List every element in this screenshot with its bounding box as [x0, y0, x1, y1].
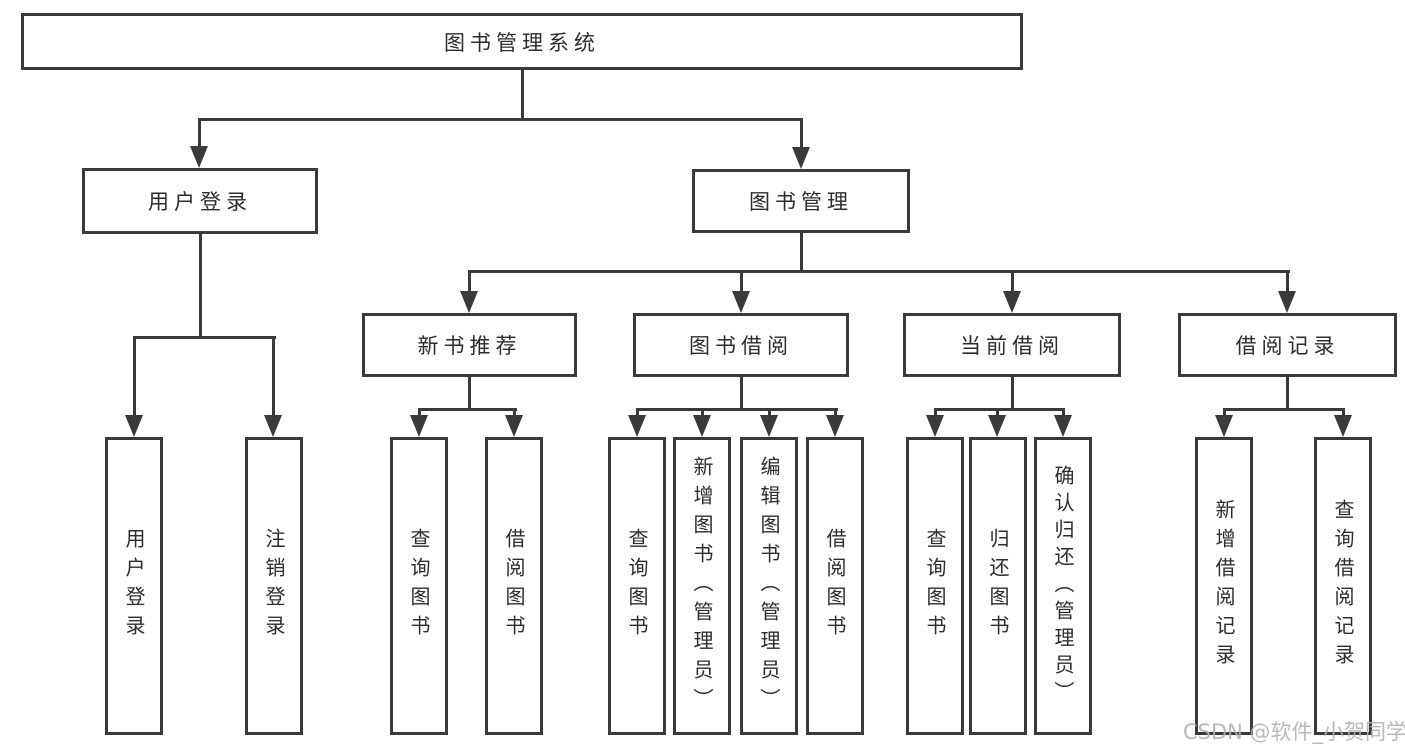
arrowhead-g4-leaf1 — [926, 415, 944, 437]
arrowhead-to-login-leaf — [125, 415, 143, 437]
leaf-return-books: 归还图书 — [969, 437, 1027, 735]
connector-user-login-trunk — [199, 234, 202, 336]
arrowhead-g3-leaf4 — [826, 415, 844, 437]
arrowhead-g4-leaf3 — [1054, 415, 1072, 437]
connector-stem-g3-leaf4 — [834, 408, 837, 417]
connector-stem-book-borrow — [740, 270, 743, 291]
leaf-query-books-borrow: 查询图书 — [608, 437, 666, 735]
arrowhead-g3-leaf3 — [760, 415, 778, 437]
connector-borrow-records-horizontal — [1223, 408, 1345, 411]
leaf-return-books-label: 归还图书 — [986, 528, 1010, 644]
connector-stem-new-book — [468, 270, 471, 291]
connector-stem-g5-leaf1 — [1223, 408, 1226, 417]
leaf-confirm-return-admin-label: 确认归还（管理员） — [1051, 464, 1075, 708]
connector-book-borrow-trunk — [740, 377, 743, 408]
connector-current-borrow-trunk — [1011, 377, 1014, 408]
arrowhead-g5-leaf2 — [1334, 415, 1352, 437]
connector-stem-g2-leaf1 — [418, 408, 421, 417]
arrowhead-g2-leaf2 — [505, 415, 523, 437]
arrowhead-g3-leaf2 — [693, 415, 711, 437]
connector-book-management-trunk — [800, 233, 803, 270]
connector-new-book-horizontal — [418, 408, 517, 411]
leaf-add-books-admin-label: 新增图书（管理员） — [690, 455, 714, 717]
node-book-management: 图书管理 — [692, 169, 910, 233]
connector-root-to-book-management-stem — [800, 118, 803, 148]
connector-stem-g3-leaf1 — [636, 408, 639, 417]
connector-stem-logout-leaf — [272, 336, 275, 415]
arrowhead-g2-leaf1 — [410, 415, 428, 437]
arrowhead-to-borrow-records — [1278, 291, 1296, 313]
leaf-confirm-return-admin: 确认归还（管理员） — [1034, 437, 1092, 735]
leaf-query-books-recommend: 查询图书 — [390, 437, 448, 735]
leaf-query-borrow-record-label: 查询借阅记录 — [1331, 499, 1355, 673]
leaf-add-books-admin: 新增图书（管理员） — [673, 437, 731, 735]
arrowhead-to-user-login — [190, 146, 208, 168]
leaf-logout-label: 注销登录 — [262, 528, 286, 644]
connector-user-login-horizontal — [133, 336, 276, 339]
arrowhead-to-book-management — [792, 147, 810, 169]
connector-stem-login-leaf — [133, 336, 136, 415]
connector-borrow-records-trunk — [1286, 377, 1289, 408]
leaf-borrow-books: 借阅图书 — [806, 437, 864, 735]
csdn-watermark: CSDN @软件_小贺同学 — [1183, 720, 1405, 744]
leaf-query-books-recommend-label: 查询图书 — [407, 528, 431, 644]
connector-stem-borrow-records — [1286, 270, 1289, 291]
connector-stem-g2-leaf2 — [513, 408, 516, 417]
connector-current-borrow-horizontal — [934, 408, 1065, 411]
connector-stem-g4-leaf2 — [996, 408, 999, 417]
connector-root-trunk — [521, 70, 524, 118]
connector-stem-g4-leaf3 — [1062, 408, 1065, 417]
leaf-logout: 注销登录 — [245, 437, 303, 735]
connector-book-borrow-horizontal — [636, 408, 838, 411]
leaf-borrow-books-recommend-label: 借阅图书 — [502, 528, 526, 644]
leaf-borrow-books-label: 借阅图书 — [823, 528, 847, 644]
node-book-borrowing: 图书借阅 — [633, 313, 849, 377]
node-current-borrowing: 当前借阅 — [903, 313, 1121, 377]
leaf-query-books-current: 查询图书 — [906, 437, 964, 735]
leaf-query-books-current-label: 查询图书 — [923, 528, 947, 644]
arrowhead-to-current-borrow — [1003, 291, 1021, 313]
leaf-add-borrow-record-label: 新增借阅记录 — [1212, 499, 1236, 673]
leaf-user-login: 用户登录 — [105, 437, 163, 735]
leaf-borrow-books-recommend: 借阅图书 — [485, 437, 543, 735]
connector-stem-current-borrow — [1011, 270, 1014, 291]
arrowhead-to-logout-leaf — [264, 415, 282, 437]
connector-stem-g3-leaf2 — [701, 408, 704, 417]
leaf-query-borrow-record: 查询借阅记录 — [1314, 437, 1372, 735]
arrowhead-g5-leaf1 — [1215, 415, 1233, 437]
arrowhead-g3-leaf1 — [628, 415, 646, 437]
connector-root-horizontal — [198, 118, 802, 121]
connector-root-to-user-login-stem — [198, 118, 201, 147]
leaf-add-borrow-record: 新增借阅记录 — [1195, 437, 1253, 735]
connector-stem-g5-leaf2 — [1342, 408, 1345, 417]
leaf-edit-books-admin: 编辑图书（管理员） — [740, 437, 798, 735]
leaf-edit-books-admin-label: 编辑图书（管理员） — [757, 455, 781, 717]
node-borrowing-records: 借阅记录 — [1178, 313, 1397, 377]
node-new-book-recommendation: 新书推荐 — [362, 313, 577, 377]
arrowhead-to-new-book — [460, 291, 478, 313]
node-user-login: 用户登录 — [82, 168, 318, 234]
leaf-user-login-label: 用户登录 — [122, 528, 146, 644]
leaf-query-books-borrow-label: 查询图书 — [625, 528, 649, 644]
connector-stem-g3-leaf3 — [768, 408, 771, 417]
arrowhead-to-book-borrow — [732, 291, 750, 313]
arrowhead-g4-leaf2 — [988, 415, 1006, 437]
connector-new-book-trunk — [468, 377, 471, 408]
connector-book-management-horizontal — [468, 270, 1290, 273]
node-library-management-system: 图书管理系统 — [21, 13, 1023, 70]
connector-stem-g4-leaf1 — [934, 408, 937, 417]
